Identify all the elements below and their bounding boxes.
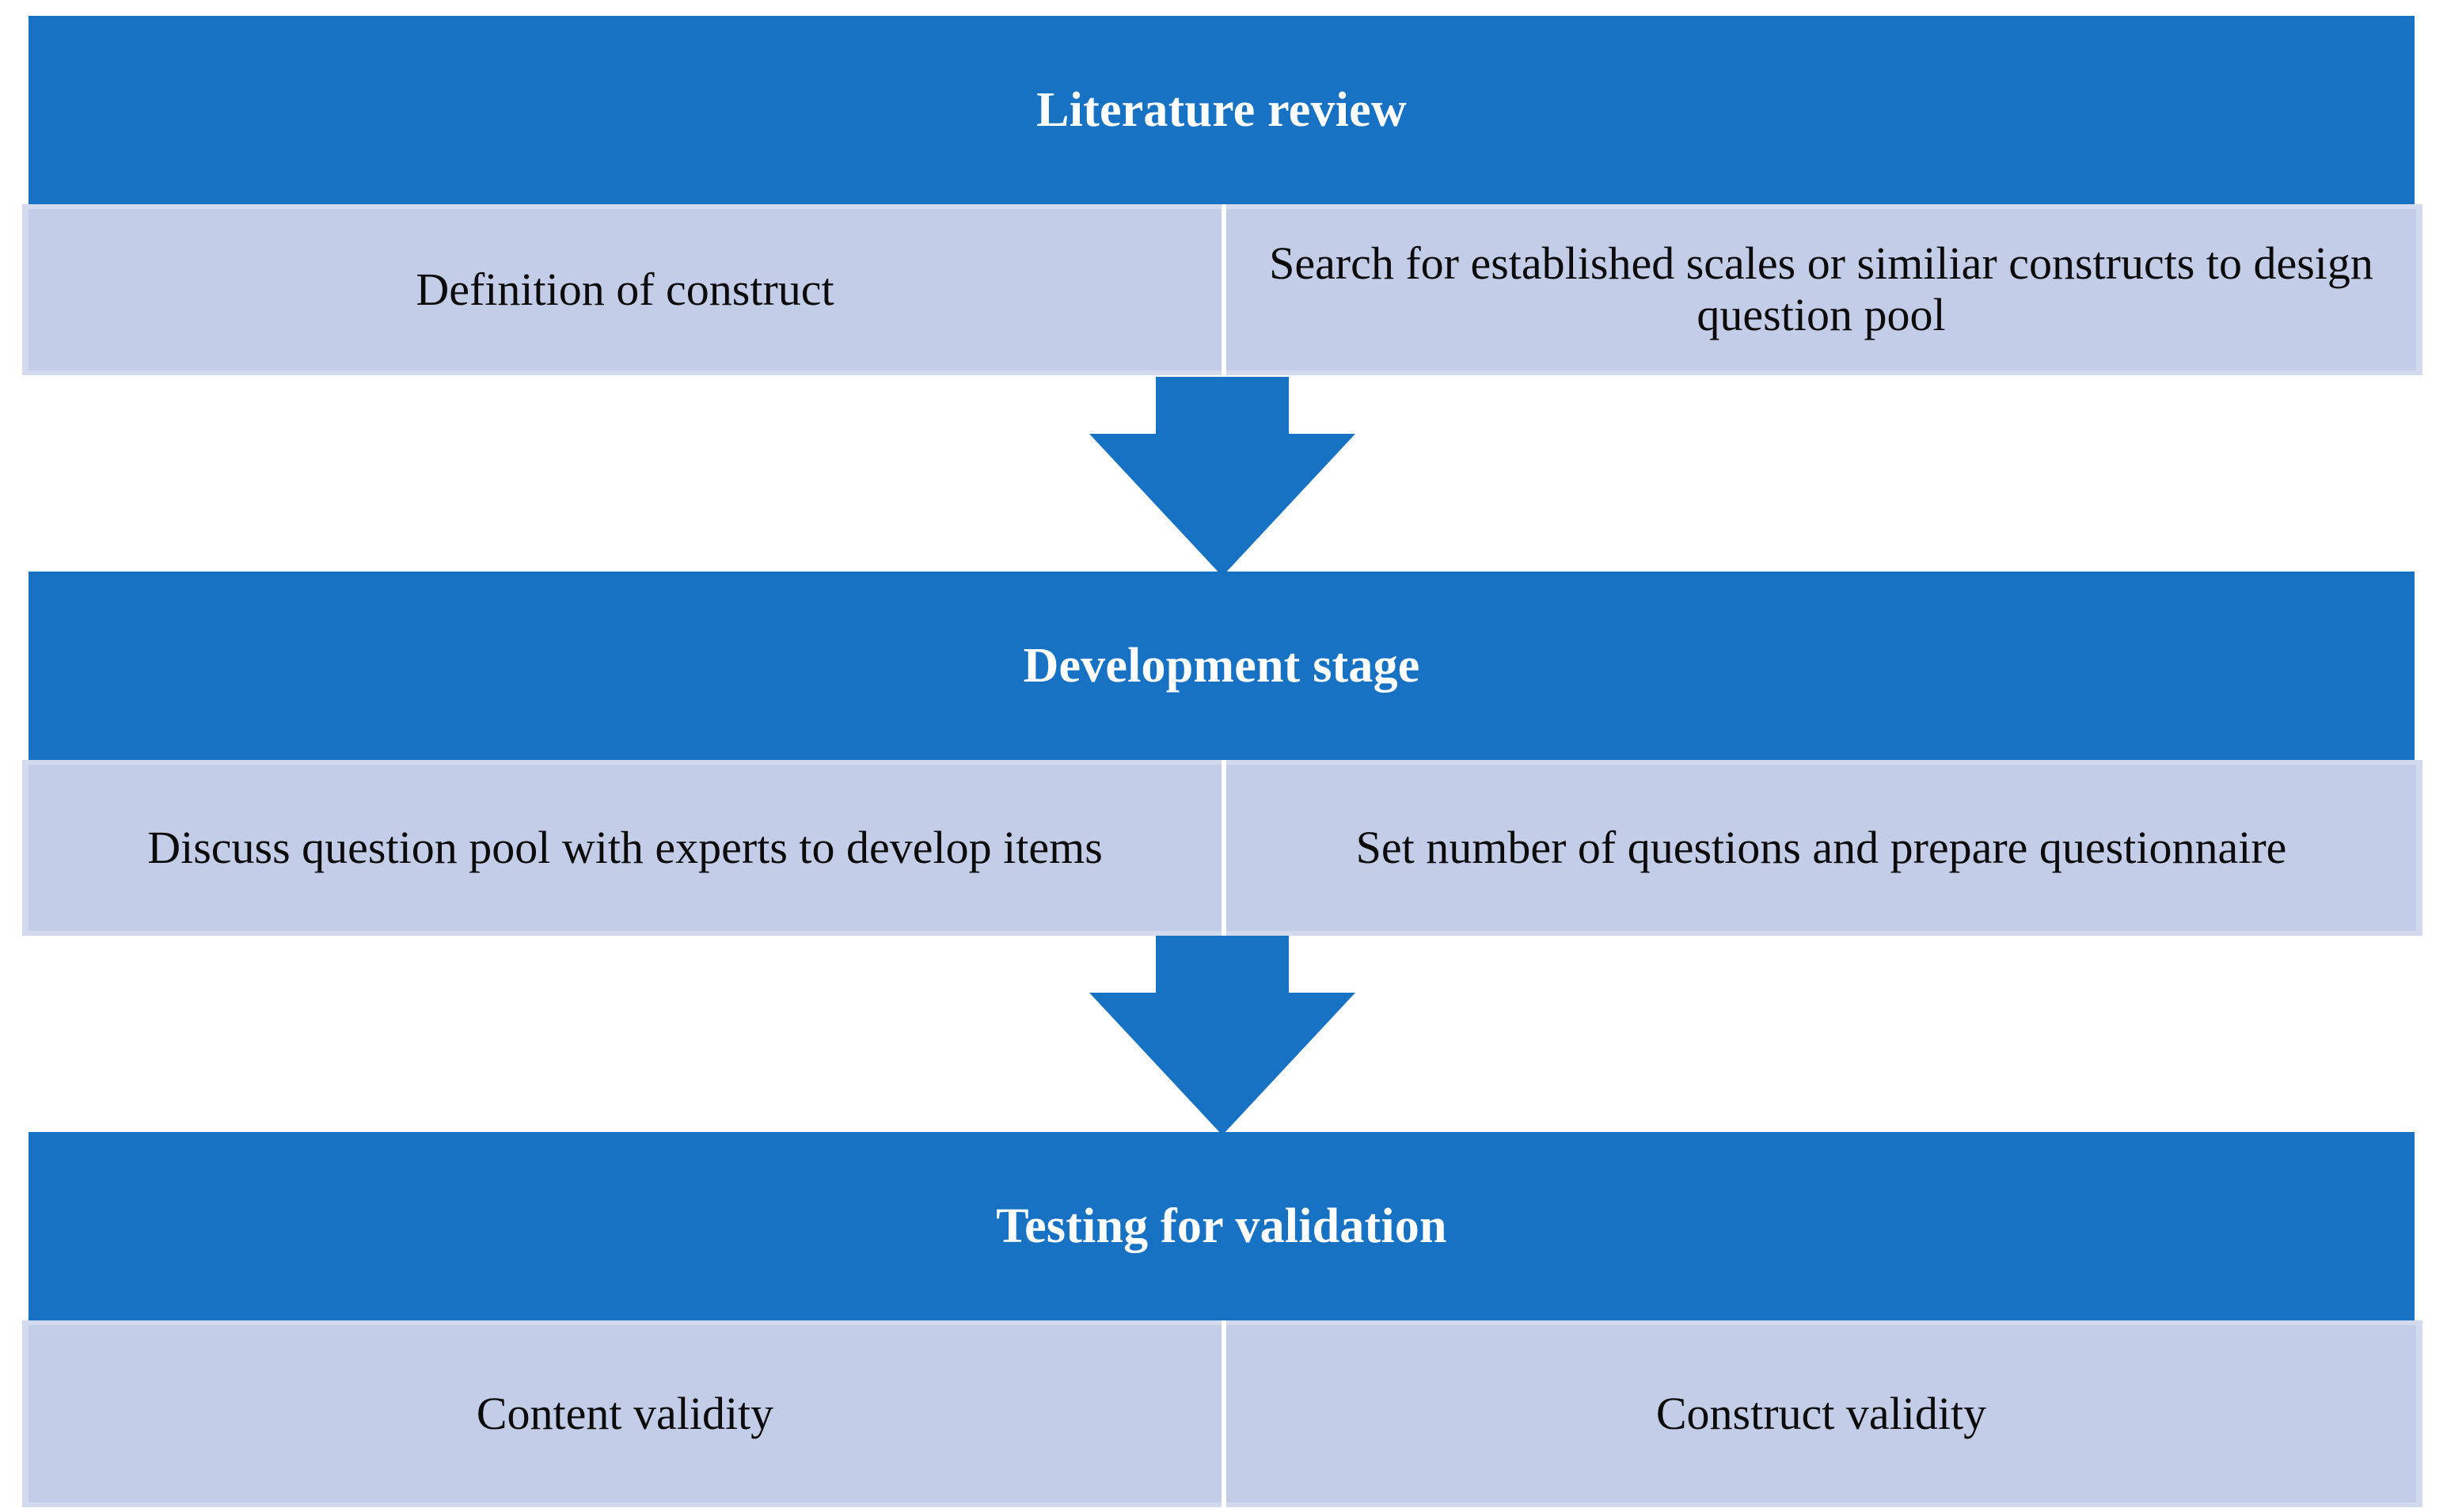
stage-cell-search-for-scales: Search for established scales or similia… [1226,204,2422,375]
stage-cell-label: Discuss question pool with experts to de… [147,821,1103,873]
stage-header-literature-review: Literature review [28,16,2415,204]
stage-cell-label: Search for established scales or similia… [1269,237,2373,340]
stage-cell-discuss-question-pool: Discuss question pool with experts to de… [22,760,1222,936]
stage-cell-label: Set number of questions and prepare ques… [1355,821,2287,873]
stage-cell-label: Definition of construct [416,263,834,315]
stage-cell-content-validity: Content validity [22,1320,1222,1507]
stage-header-development-stage: Development stage [28,572,2415,760]
stage-cell-set-number-of-questions: Set number of questions and prepare ques… [1226,760,2422,936]
stage-cell-construct-validity: Construct validity [1226,1320,2422,1507]
stage-row-development-stage: Discuss question pool with experts to de… [22,760,2422,936]
down-arrow-icon-2 [1089,936,1355,1135]
stage-header-testing-for-validation: Testing for validation [28,1132,2415,1320]
stage-cell-definition-of-construct: Definition of construct [22,204,1222,375]
stage-cell-label: Construct validity [1655,1387,1987,1439]
stage-row-literature-review: Definition of construct Search for estab… [22,204,2422,375]
down-arrow-icon-1 [1089,377,1355,576]
stage-row-testing-for-validation: Content validity Construct validity [22,1320,2422,1507]
stage-testing-for-validation: Testing for validation Content validity … [22,1132,2422,1507]
stage-development-stage: Development stage Discuss question pool … [22,572,2422,936]
stage-literature-review: Literature review Definition of construc… [22,16,2422,375]
stage-cell-label: Content validity [476,1387,774,1439]
